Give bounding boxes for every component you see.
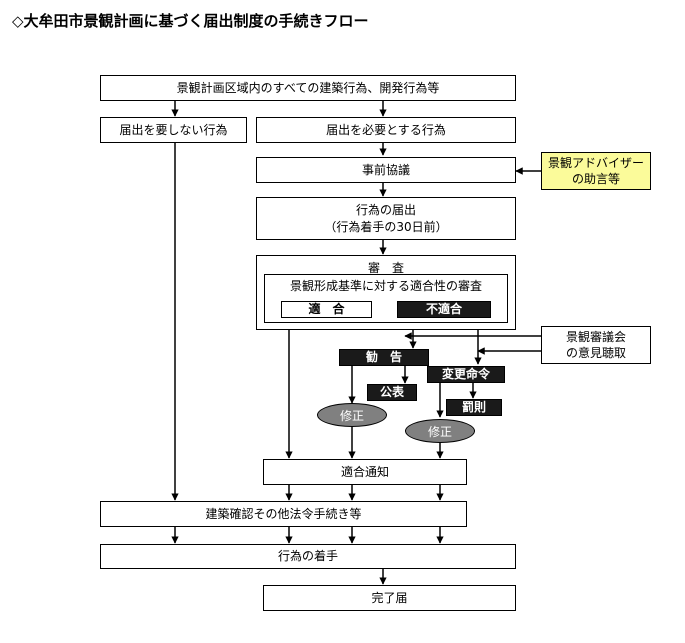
public-box: 公表 [367,384,417,401]
fix-ellipse-1: 修正 [317,403,387,427]
page-title: ◇大牟田市景観計画に基づく届出制度の手続きフロー [12,12,369,30]
fix-ellipse-2: 修正 [405,419,475,443]
change-order-box: 変更命令 [427,366,505,383]
penalty-box: 罰則 [446,399,502,416]
notice-box: 行為の届出（行為着手の30日前） [256,197,516,240]
council-box: 景観審議会の意見聴取 [541,326,651,364]
all-acts-box: 景観計画区域内のすべての建築行為、開発行為等 [100,75,516,101]
pre-consult-box: 事前協議 [256,157,516,183]
conform-box: 適 合 [281,301,372,318]
no-notice-box: 届出を要しない行為 [100,117,247,143]
conform-notice-box: 適合通知 [263,459,467,485]
complete-box: 完了届 [263,585,516,611]
advise-box: 勧 告 [339,349,429,366]
nonconform-box: 不適合 [397,301,491,318]
need-notice-box: 届出を必要とする行為 [256,117,516,143]
advisor-box: 景観アドバイザーの助言等 [541,152,651,190]
start-box: 行為の着手 [100,544,516,569]
building-confirm-box: 建築確認その他法令手続き等 [100,501,467,527]
